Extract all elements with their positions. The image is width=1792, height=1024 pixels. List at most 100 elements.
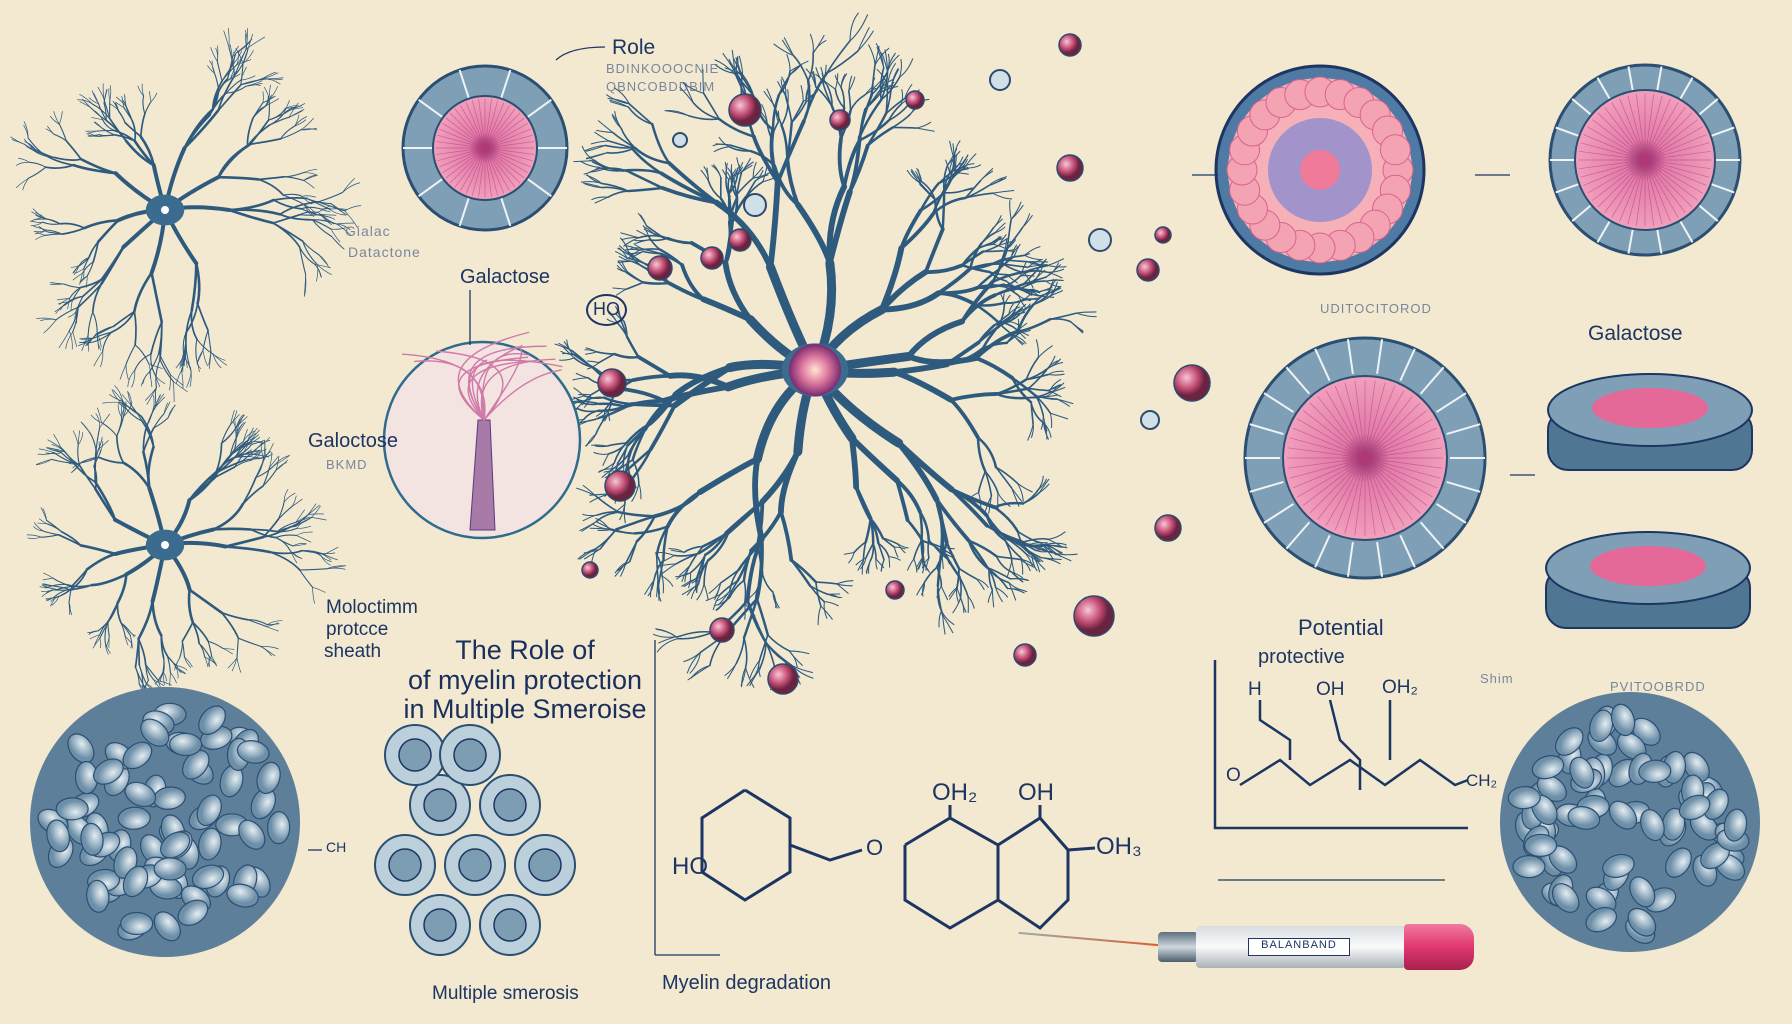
dendrite bbox=[1001, 250, 1015, 253]
dendrite bbox=[807, 52, 814, 82]
dendrite bbox=[96, 333, 102, 351]
dendrite bbox=[595, 521, 613, 530]
dendrite bbox=[677, 631, 714, 640]
dendrite bbox=[583, 548, 601, 554]
nucleus bbox=[161, 206, 169, 214]
dendrite bbox=[117, 109, 126, 124]
dendrite bbox=[658, 248, 684, 267]
dendrite bbox=[1018, 558, 1035, 568]
dendrite bbox=[683, 577, 697, 588]
dendrite bbox=[977, 325, 1001, 344]
dendrite bbox=[330, 227, 346, 230]
dendrite bbox=[1046, 271, 1063, 279]
dendrite bbox=[900, 89, 904, 105]
dendrite bbox=[606, 147, 636, 154]
dendrite bbox=[809, 585, 826, 603]
dendrite bbox=[291, 498, 303, 508]
ring-segment bbox=[1346, 339, 1354, 375]
dendrite bbox=[898, 58, 914, 78]
vesicle-blue bbox=[743, 193, 767, 217]
dendrite bbox=[958, 567, 977, 580]
dendrite bbox=[743, 579, 747, 605]
dendrite bbox=[127, 390, 132, 406]
ring-segment bbox=[1314, 348, 1331, 382]
dendrite bbox=[648, 403, 677, 452]
dendrite bbox=[1008, 303, 1014, 315]
core-fiber bbox=[1297, 457, 1366, 498]
dendrite bbox=[558, 357, 575, 361]
dendrite bbox=[826, 50, 859, 74]
fold bbox=[1379, 134, 1411, 166]
dendrite bbox=[920, 180, 937, 201]
vesicle-blue bbox=[989, 69, 1011, 91]
dendrite bbox=[613, 442, 628, 464]
dendrite bbox=[90, 107, 107, 121]
dendrite bbox=[752, 172, 771, 179]
dendrite bbox=[712, 593, 721, 611]
dendrite bbox=[98, 436, 103, 450]
dendrite bbox=[122, 461, 151, 490]
ring-segment bbox=[1446, 480, 1481, 493]
dendrite bbox=[866, 112, 888, 147]
dendrite bbox=[299, 211, 319, 216]
dendrite bbox=[344, 210, 359, 229]
dendrite bbox=[837, 136, 847, 189]
dendrite bbox=[993, 287, 1022, 297]
dendrite bbox=[834, 88, 845, 109]
dendrite bbox=[586, 152, 608, 159]
dendrite bbox=[330, 228, 341, 243]
hex-nucleus bbox=[528, 848, 562, 882]
dendrite bbox=[70, 300, 73, 312]
dendrite bbox=[805, 88, 819, 103]
dendrite bbox=[223, 30, 230, 49]
vesicle bbox=[885, 580, 905, 600]
dendrite bbox=[169, 672, 171, 687]
dendrite bbox=[733, 58, 744, 76]
dendrite bbox=[110, 310, 136, 334]
dendrite bbox=[1037, 345, 1053, 359]
dendrite bbox=[185, 309, 193, 349]
dendrite bbox=[940, 553, 944, 570]
core-fiber bbox=[449, 147, 486, 184]
dendrite bbox=[276, 527, 298, 533]
dendrite bbox=[668, 548, 685, 553]
chem-o: O bbox=[866, 835, 884, 860]
dendrite bbox=[94, 449, 97, 483]
dendrite bbox=[111, 389, 122, 404]
dendrite bbox=[700, 169, 710, 182]
dendrite bbox=[591, 196, 609, 201]
core-fiber bbox=[1364, 380, 1376, 459]
dendrite bbox=[853, 541, 867, 554]
dendrite bbox=[317, 205, 331, 213]
dendrite bbox=[240, 63, 244, 86]
dendrite bbox=[967, 539, 989, 569]
dendrite bbox=[615, 251, 628, 259]
dendrite bbox=[138, 664, 147, 685]
core-fiber bbox=[454, 147, 486, 188]
dendrite bbox=[1037, 259, 1047, 270]
dendrite bbox=[697, 455, 761, 496]
dendrite bbox=[1007, 587, 1025, 594]
dendrite bbox=[211, 655, 217, 665]
dendrite bbox=[179, 640, 183, 659]
dendrite bbox=[162, 657, 165, 673]
dendrite bbox=[306, 197, 331, 210]
dendrite bbox=[737, 164, 753, 176]
dendrite bbox=[133, 271, 153, 313]
dendrite bbox=[1050, 281, 1058, 297]
nucleus bbox=[789, 344, 841, 396]
dendrite bbox=[75, 310, 78, 324]
dendrite bbox=[323, 546, 339, 555]
dendrite bbox=[1047, 278, 1055, 294]
cluster-lobe bbox=[160, 831, 191, 859]
ring-segment bbox=[1697, 98, 1719, 116]
dendrite bbox=[943, 171, 956, 194]
cluster-lobe bbox=[1589, 709, 1614, 743]
dendrite bbox=[1012, 334, 1027, 344]
dendrite bbox=[885, 85, 893, 115]
dendrite bbox=[597, 120, 614, 134]
dendrite bbox=[729, 144, 752, 152]
dendrite bbox=[65, 331, 74, 350]
core-fiber bbox=[1364, 457, 1396, 531]
dendrite bbox=[292, 543, 307, 547]
